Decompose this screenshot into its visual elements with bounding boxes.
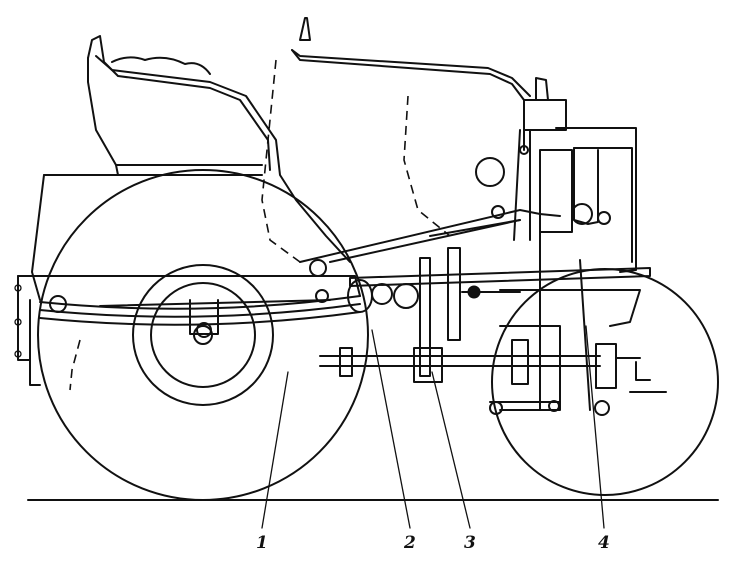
- seat: [87, 35, 351, 263]
- callout-3: 3: [464, 533, 476, 553]
- dashed-lever-2: [403, 95, 451, 237]
- dashed-rear: [69, 339, 81, 391]
- leader-1: [261, 371, 289, 529]
- leader-4: [585, 325, 605, 529]
- frame: [299, 209, 651, 327]
- dashed-lever: [261, 59, 301, 263]
- leader-2: [371, 329, 411, 529]
- rear-body: [14, 174, 361, 386]
- callout-1: 1: [256, 533, 268, 553]
- leaf-spring: [39, 259, 361, 338]
- front-linkage: [489, 231, 667, 416]
- callout-4: 4: [598, 533, 610, 553]
- leader-3: [431, 371, 471, 529]
- engine: [475, 127, 637, 273]
- gear-train: [319, 247, 601, 383]
- callout-2: 2: [403, 533, 416, 553]
- callout-leaders: [261, 325, 605, 529]
- front-wheel: [491, 268, 719, 496]
- steering-assembly: [291, 17, 567, 241]
